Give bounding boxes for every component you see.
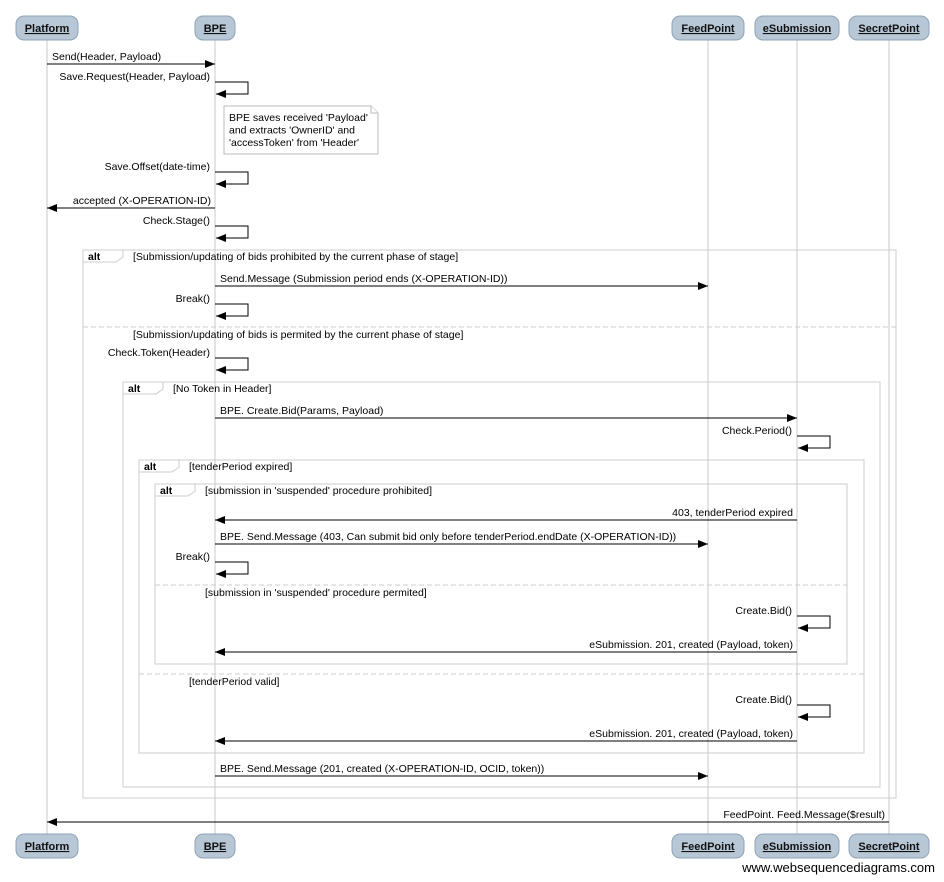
message-label: FeedPoint. Feed.Message($result) — [723, 809, 885, 821]
participant-box-bpe — [194, 833, 236, 859]
message-label: BPE. Send.Message (201, created (X-OPERA… — [220, 763, 544, 775]
alt-keyword: alt — [88, 251, 101, 263]
note-line: and extracts 'OwnerID' and — [229, 125, 355, 137]
message-label: Break() — [176, 551, 210, 563]
message-label: Save.Offset(date-time) — [105, 161, 210, 173]
message-label: Break() — [176, 293, 210, 305]
self-message-arrow — [215, 171, 249, 188]
alt-condition: [tenderPeriod expired] — [189, 461, 292, 473]
participant-box-platform — [15, 833, 79, 859]
participant-label: Platform — [25, 841, 70, 853]
message-label: 403, tenderPeriod expired — [672, 507, 793, 519]
participant-label: FeedPoint — [681, 23, 735, 35]
participant-box-secretpoint — [848, 15, 930, 41]
self-message-arrow — [215, 357, 249, 374]
note-line: BPE saves received 'Payload' — [229, 112, 368, 124]
self-message-arrow — [215, 81, 249, 98]
alt-keyword: alt — [128, 383, 141, 395]
message-label: Create.Bid() — [735, 605, 792, 617]
self-message-arrow — [797, 615, 831, 632]
message-label: Send(Header, Payload) — [52, 51, 161, 63]
participant-label: eSubmission — [763, 841, 832, 853]
alt-condition: [Submission/updating of bids is permited… — [133, 329, 463, 341]
self-message-arrow — [797, 435, 831, 452]
participant-label: BPE — [204, 841, 227, 853]
participant-label: Platform — [25, 23, 70, 35]
self-message-arrow — [215, 225, 249, 242]
note-box — [223, 105, 379, 155]
alt-frame — [82, 249, 897, 799]
self-message-arrow — [215, 303, 249, 320]
alt-condition: [No Token in Header] — [173, 383, 272, 395]
alt-frame-tab — [154, 483, 196, 497]
message-label: BPE. Create.Bid(Params, Payload) — [220, 405, 383, 417]
participant-label: eSubmission — [763, 23, 832, 35]
participant-label: FeedPoint — [681, 841, 735, 853]
participant-box-feedpoint — [671, 15, 745, 41]
message-label: Check.Token(Header) — [108, 347, 210, 359]
alt-frame-tab — [122, 381, 164, 395]
alt-frame-tab — [82, 249, 124, 263]
alt-frame — [154, 483, 848, 665]
participant-label: SecretPoint — [858, 23, 919, 35]
message-label: Save.Request(Header, Payload) — [59, 71, 210, 83]
message-label: BPE. Send.Message (403, Can submit bid o… — [220, 531, 676, 543]
participant-box-platform — [15, 15, 79, 41]
self-message-arrow — [215, 561, 249, 578]
alt-condition: [submission in 'suspended' procedure per… — [205, 587, 427, 599]
participant-box-bpe — [194, 15, 236, 41]
message-label: eSubmission. 201, created (Payload, toke… — [589, 639, 793, 651]
participant-label: BPE — [204, 23, 227, 35]
participant-box-secretpoint — [848, 833, 930, 859]
participant-box-feedpoint — [671, 833, 745, 859]
participant-box-esubmission — [754, 833, 840, 859]
alt-keyword: alt — [160, 485, 173, 497]
alt-frame-tab — [138, 459, 180, 473]
message-label: Check.Period() — [722, 425, 792, 437]
participant-box-esubmission — [754, 15, 840, 41]
message-label: Send.Message (Submission period ends (X-… — [220, 273, 508, 285]
alt-condition: [tenderPeriod valid] — [189, 676, 280, 688]
alt-condition: [Submission/updating of bids prohibited … — [133, 251, 458, 263]
self-message-arrow — [797, 704, 831, 721]
message-label: Create.Bid() — [735, 694, 792, 706]
message-label: accepted (X-OPERATION-ID) — [73, 195, 211, 207]
note-line: 'accessToken' from 'Header' — [229, 137, 359, 149]
participant-label: SecretPoint — [858, 841, 919, 853]
message-label: eSubmission. 201, created (Payload, toke… — [589, 728, 793, 740]
alt-condition: [submission in 'suspended' procedure pro… — [205, 485, 432, 497]
note-corner — [370, 106, 378, 114]
message-label: Check.Stage() — [143, 215, 210, 227]
watermark: www.websequencediagrams.com — [741, 860, 935, 875]
alt-frame — [138, 459, 865, 754]
alt-frame — [122, 381, 881, 788]
alt-keyword: alt — [144, 461, 157, 473]
